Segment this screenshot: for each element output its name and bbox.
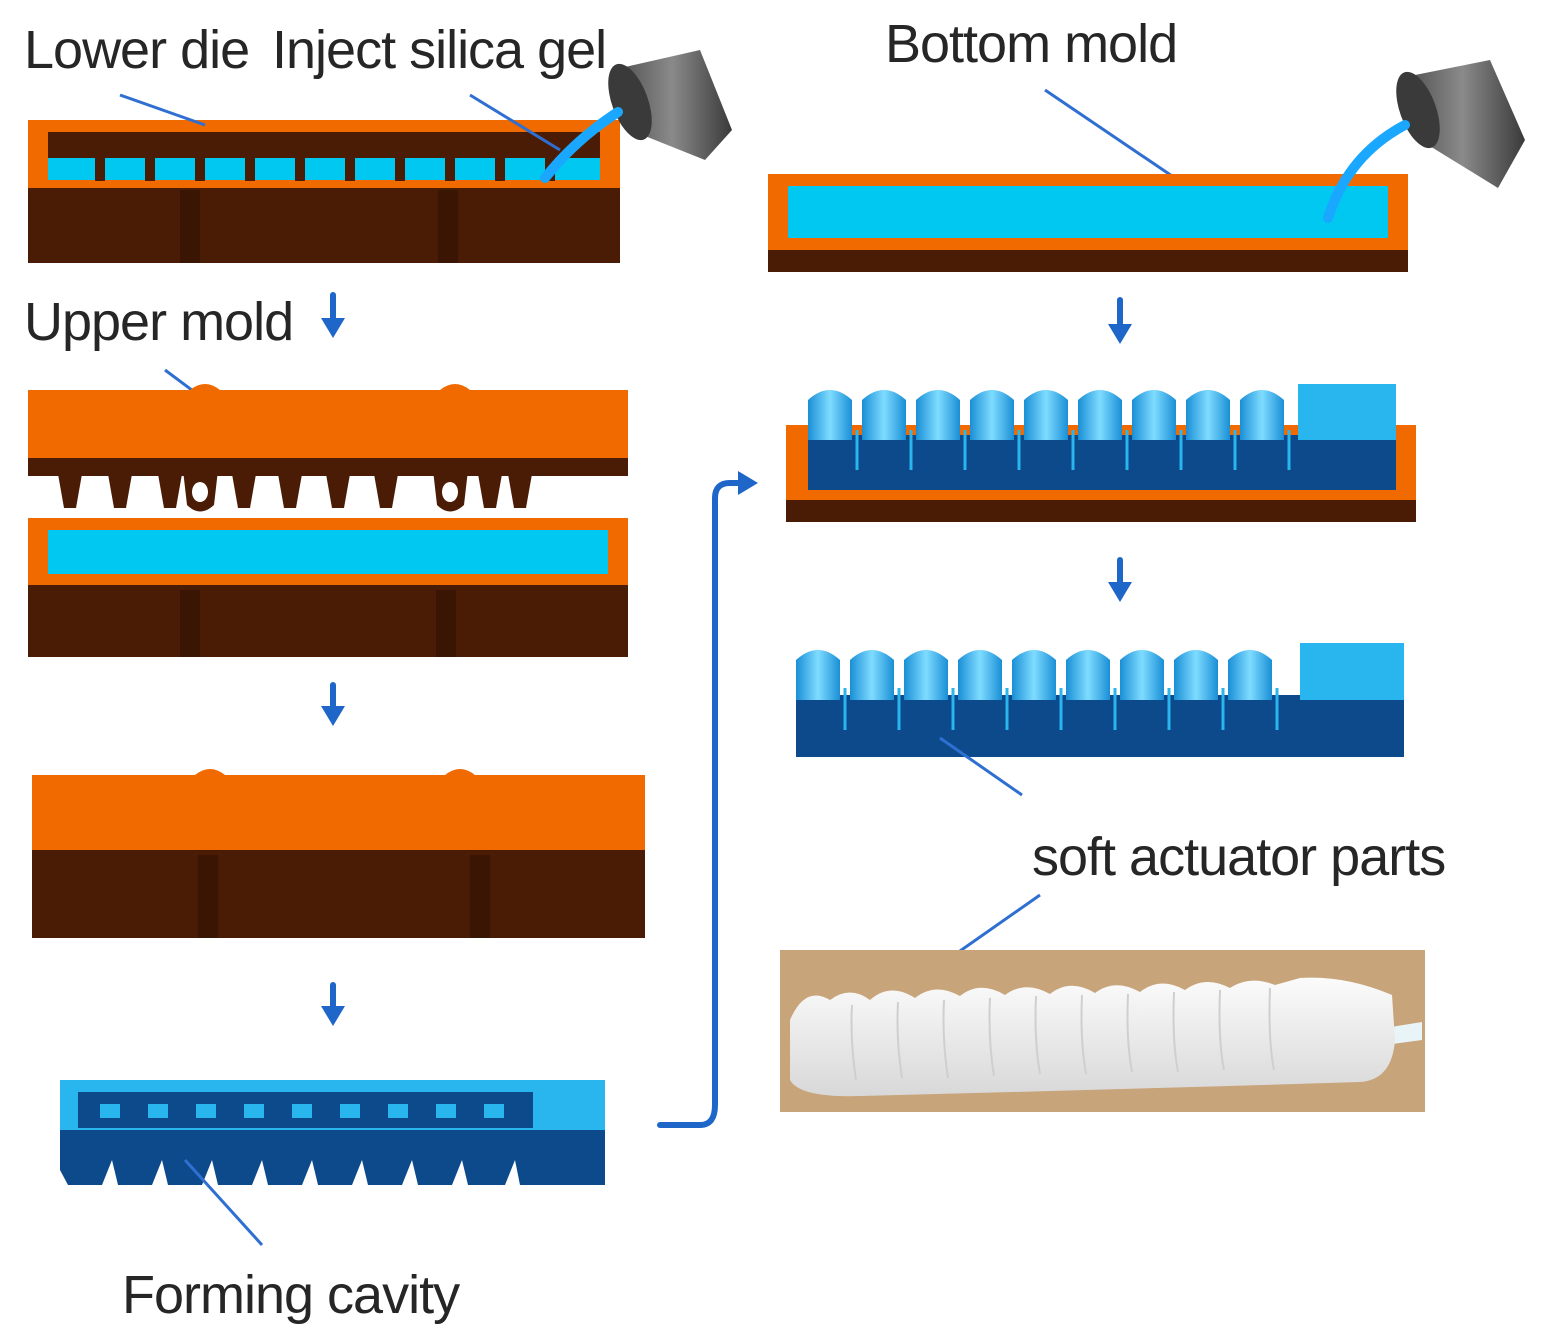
leader-forming-cavity: [183, 1158, 264, 1247]
bottom-mold-gel: [788, 186, 1388, 238]
silica-gel-fill-2: [48, 530, 608, 574]
bottom-mold-assembly: [768, 174, 1408, 272]
arrow-down-icon: [1108, 297, 1132, 344]
cavity-bottom-dark: [60, 1130, 605, 1185]
label-inject-silica-gel: Inject silica gel: [272, 20, 606, 80]
label-upper-mold: Upper mold: [24, 292, 293, 352]
pouring-bucket-icon: [1323, 60, 1525, 223]
leader-inject-silica-gel: [469, 93, 561, 152]
label-bottom-mold: Bottom mold: [885, 14, 1177, 74]
bottom-mold-base: [768, 250, 1408, 272]
label-forming-cavity: Forming cavity: [122, 1265, 460, 1325]
label-soft-actuator-parts: soft actuator parts: [1032, 827, 1445, 887]
lower-die-inner-top: [48, 132, 600, 158]
leader-bottom-mold: [1044, 88, 1176, 180]
closed-lower-die: [32, 850, 645, 938]
lower-die-notch: [180, 190, 200, 263]
released-actuator-fingers: [796, 643, 1404, 700]
actuator-in-bottom-mold: [786, 384, 1416, 522]
arrow-down-icon: [321, 292, 345, 338]
upper-mold-teeth: [58, 470, 532, 512]
lower-die-assembly: [28, 120, 620, 263]
forming-cavity-part: [60, 1080, 605, 1185]
arrow-down-icon: [321, 682, 345, 726]
connector-arrow-icon: [657, 471, 758, 1128]
lower-die-base: [28, 185, 620, 263]
leader-actuator-parts: [939, 736, 1023, 797]
released-actuator: [796, 643, 1404, 757]
label-lower-die: Lower die: [24, 20, 249, 80]
silica-gel-fill: [48, 158, 600, 180]
lower-die-notch: [438, 190, 458, 263]
soft-actuator-photo: [780, 950, 1425, 1112]
upper-mold-assembly: [28, 384, 628, 657]
upper-mold-body: [28, 384, 628, 460]
pouring-bucket-icon: [540, 50, 732, 183]
arrow-down-icon: [1108, 557, 1132, 602]
closed-mold-assembly: [32, 769, 645, 938]
closed-upper-mold: [32, 769, 645, 852]
leader-lower-die: [119, 93, 206, 127]
upper-mold-plate: [28, 458, 628, 476]
lower-die-base-2: [28, 585, 628, 657]
arrow-down-icon: [321, 982, 345, 1026]
actuator-fingers: [808, 384, 1396, 440]
